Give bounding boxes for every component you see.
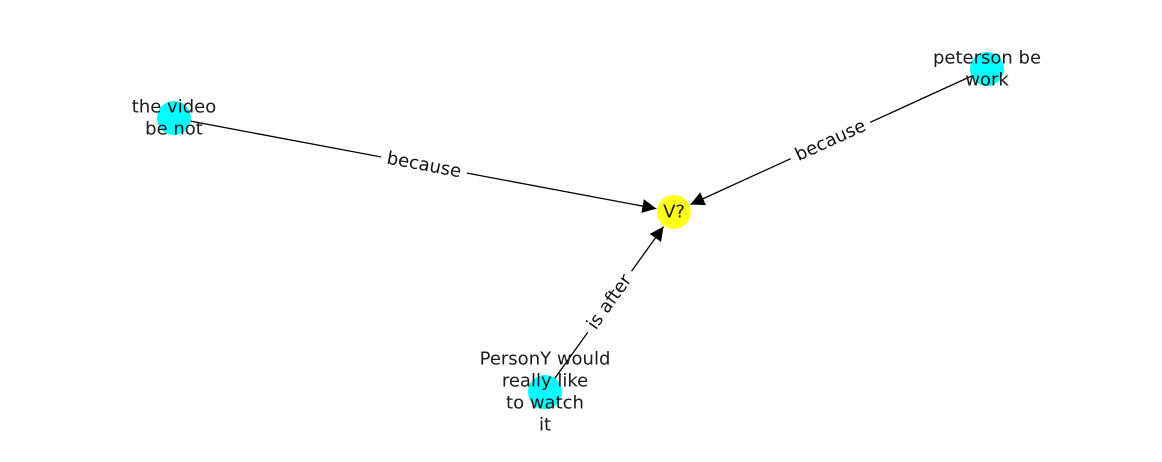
edge-n_video-to-n_v: because	[173, 117, 657, 213]
edge-label-text: is after	[583, 270, 637, 334]
node-label-line: V?	[663, 202, 685, 223]
edge-label-background	[785, 110, 876, 171]
node-n_video-circle	[157, 101, 191, 135]
node-label-line: it	[539, 415, 551, 436]
edge-n_peterson-to-n_v: because	[690, 68, 988, 206]
node-label-line: to watch	[506, 393, 584, 414]
edge-label-background	[577, 263, 642, 340]
edge-label-background	[378, 144, 470, 186]
edges-layer: because because is after	[173, 68, 988, 393]
node-label-line: PersonY would	[480, 349, 611, 370]
node-label-line: really like	[502, 371, 588, 392]
edge-label: because	[378, 144, 470, 186]
node-label-line: work	[965, 70, 1009, 91]
node-label-line: the video	[132, 97, 216, 118]
node-label-line: peterson be	[933, 48, 1041, 69]
node-n_v-circle	[657, 195, 691, 229]
node-label-line: be not	[145, 119, 203, 140]
nodes-layer	[157, 52, 1004, 409]
node-n_persony-circle	[528, 375, 562, 409]
node-n_peterson-circle	[970, 52, 1004, 86]
edge-label: is after	[577, 263, 642, 340]
edge-label: because	[785, 110, 876, 171]
node-label: V?	[663, 202, 685, 223]
